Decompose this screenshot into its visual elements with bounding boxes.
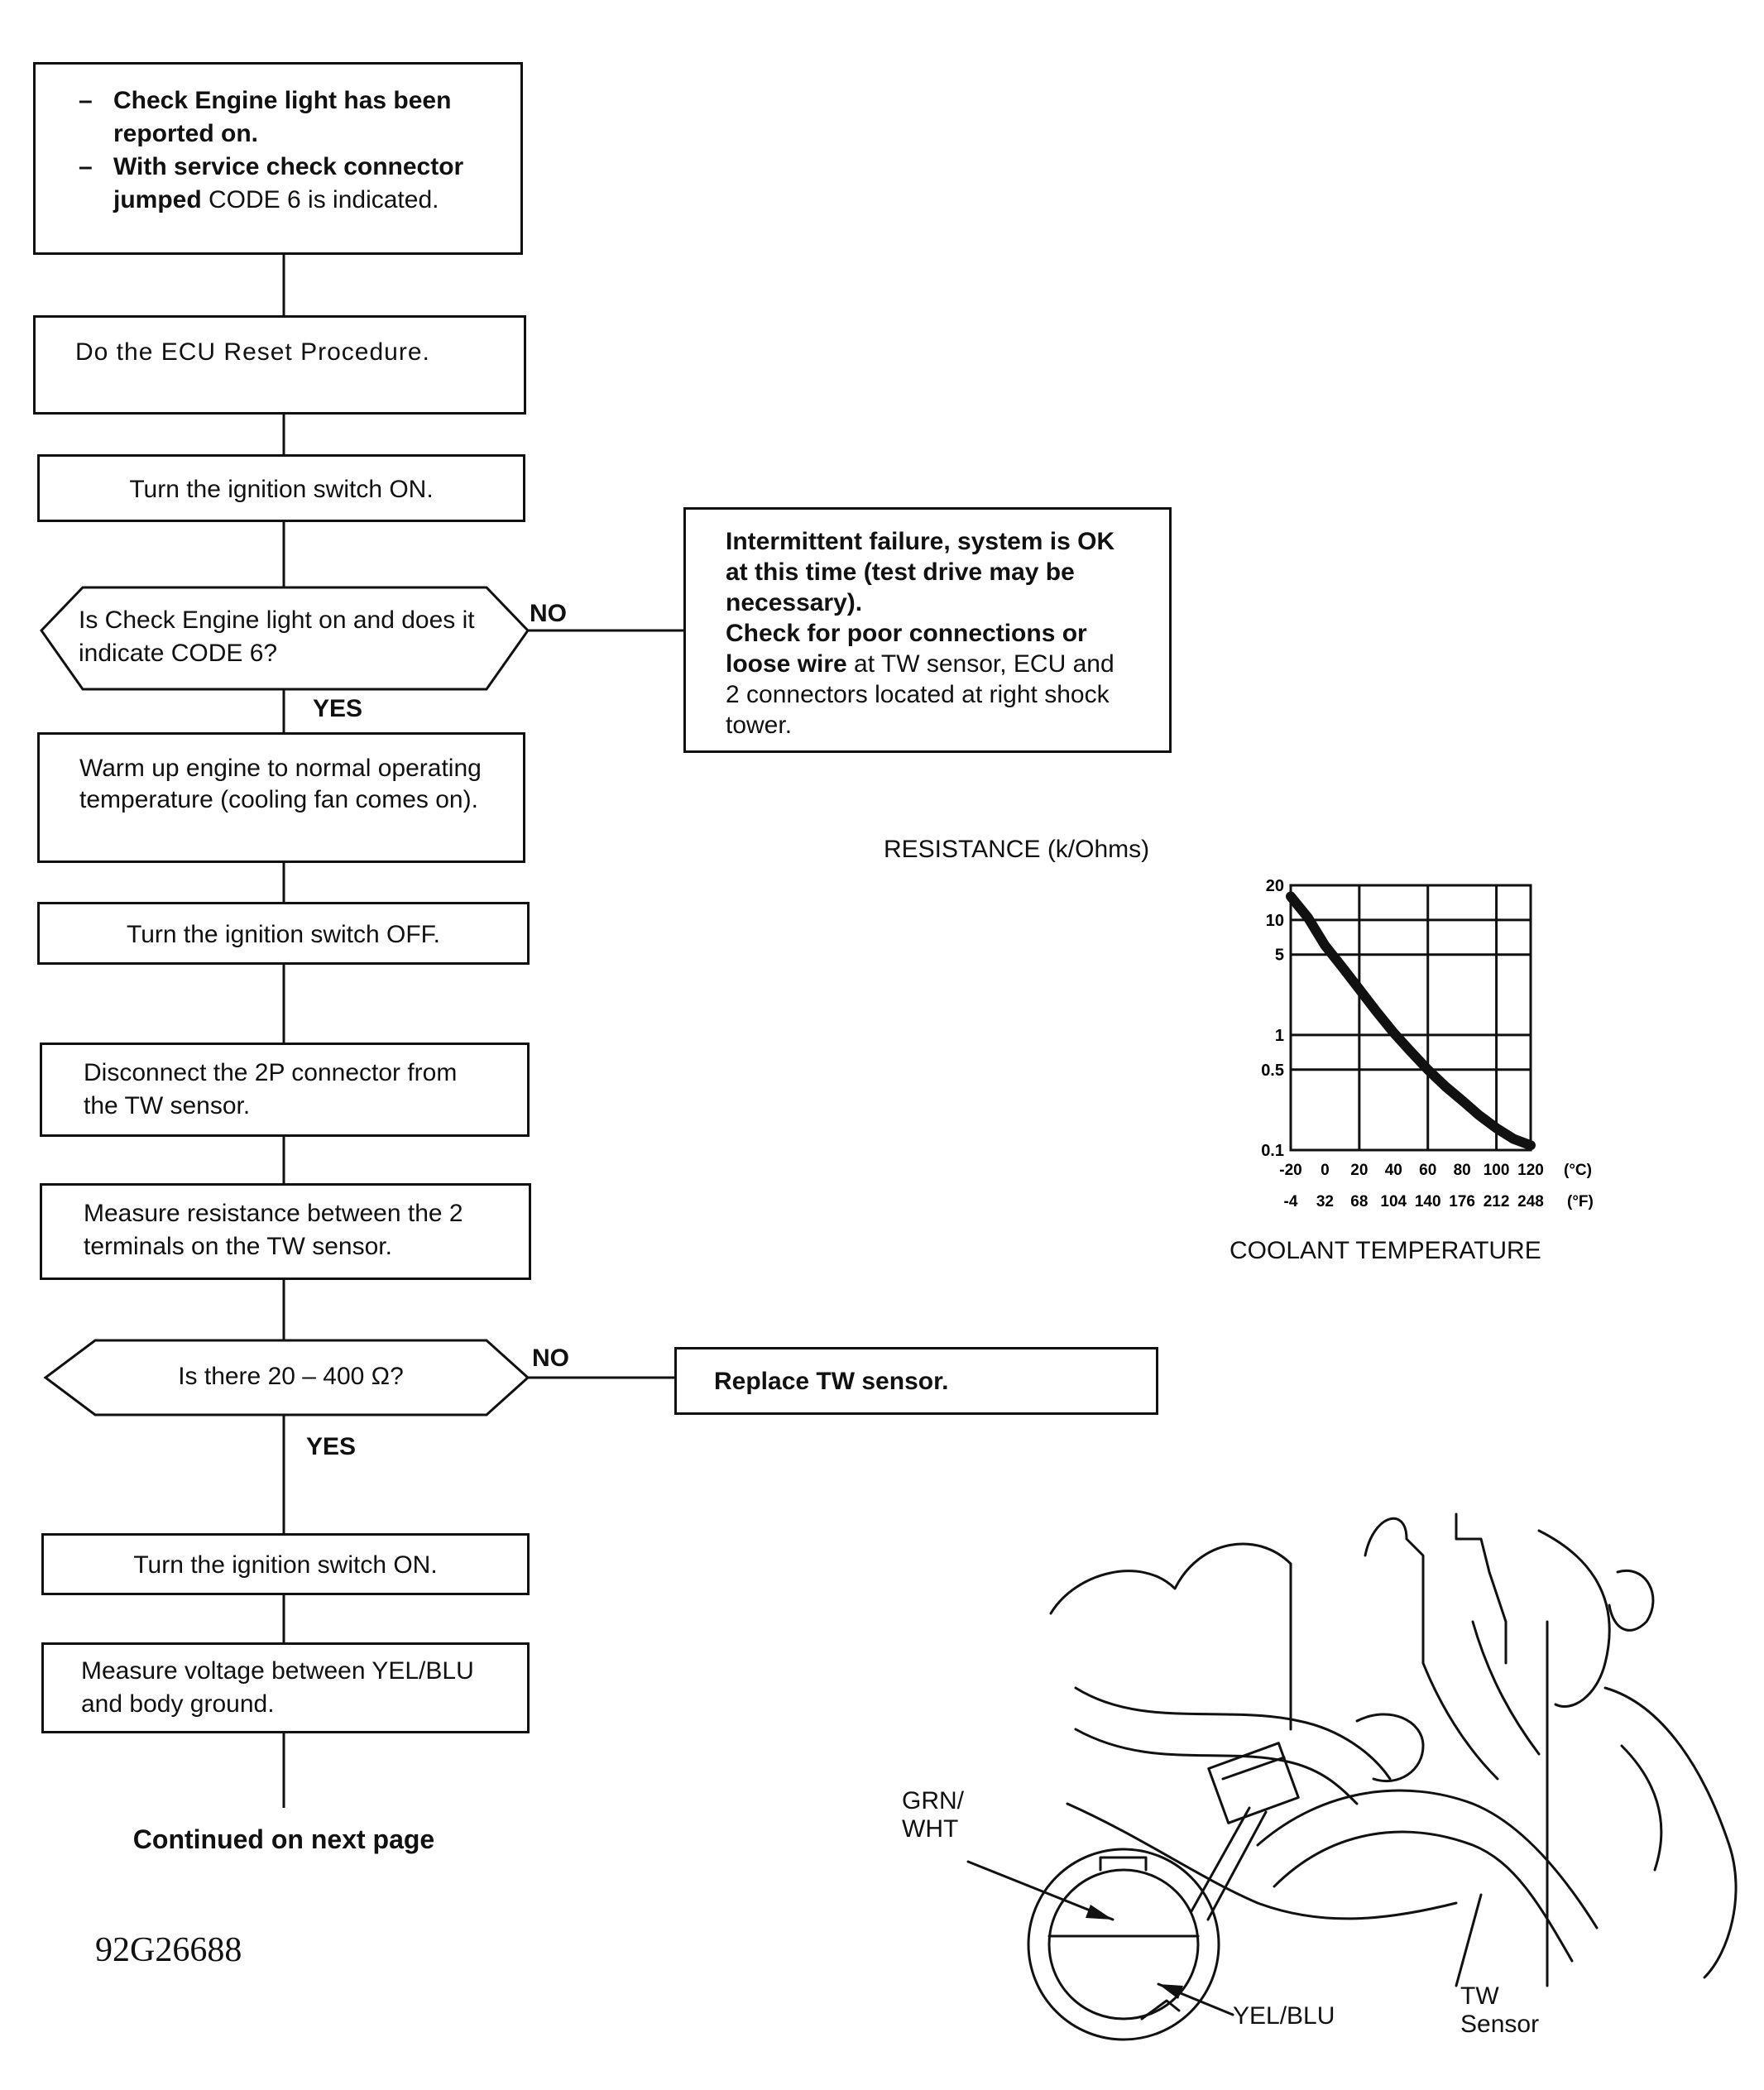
x-tick-label-f: 212 — [1484, 1193, 1510, 1210]
decision-2-yes: YES — [306, 1433, 357, 1460]
start-item-2-bold: With service check connector jumped — [113, 153, 464, 213]
engine-outline — [1608, 1569, 1655, 1632]
connector-detail-inner — [1047, 1868, 1200, 2020]
decision-1-yes: YES — [313, 695, 363, 722]
step-ignition-on-2-text: Turn the ignition switch ON. — [133, 1551, 438, 1579]
hose — [1256, 1789, 1599, 1929]
label-grn-wht: GRN/ WHT — [902, 1787, 964, 1843]
step-measure-resistance: Measure resistance between the 2 termina… — [40, 1183, 531, 1280]
y-tick-label: 1 — [1275, 1027, 1284, 1045]
x-tick-label-f: 32 — [1316, 1193, 1334, 1210]
step-measure-voltage: Measure voltage between YEL/BLU and body… — [41, 1642, 530, 1733]
resistance-curve — [1286, 891, 1536, 1151]
hose — [1066, 1802, 1458, 1920]
step-measure-resistance-text: Measure resistance between the 2 termina… — [84, 1200, 463, 1260]
engine-outline — [1364, 1517, 1425, 1665]
figure-id: 92G26688 — [95, 1931, 242, 1969]
x-tick-label-c: 80 — [1454, 1162, 1471, 1179]
x-tick-label-f: 176 — [1449, 1193, 1475, 1210]
step-measure-voltage-text: Measure voltage between YEL/BLU and body… — [81, 1657, 474, 1718]
zoom-pointer — [1190, 1806, 1251, 1913]
hose — [1273, 1830, 1574, 1963]
intermittent-rest: at TW sensor, ECU and 2 connectors locat… — [726, 650, 1114, 739]
x-tick-label-c: 100 — [1484, 1162, 1510, 1179]
step-warm-up-text: Warm up engine to normal operating tempe… — [79, 755, 482, 813]
start-item-2: With service check connector jumped CODE… — [79, 151, 496, 217]
step-ecu-reset-text: Do the ECU Reset Procedure. — [75, 338, 430, 366]
start-item-2-rest: CODE 6 is indicated. — [201, 186, 439, 213]
y-tick-label: 0.1 — [1261, 1142, 1284, 1160]
label-yel-blu: YEL/BLU — [1233, 2002, 1335, 2030]
step-ignition-on-1-text: Turn the ignition switch ON. — [129, 476, 434, 503]
step-warm-up: Warm up engine to normal operating tempe… — [37, 732, 525, 863]
step-disconnect: Disconnect the 2P connector from the TW … — [40, 1043, 530, 1137]
hose — [1471, 1620, 1541, 1756]
engine-outline — [1455, 1512, 1508, 1665]
hose — [1074, 1728, 1359, 1805]
x-tick-label-f: 140 — [1415, 1193, 1441, 1210]
tw-sensor-connector — [1207, 1742, 1300, 1824]
intermittent-bold-2: Check for poor connections or loose wire — [726, 620, 1087, 678]
resistance-chart: 20 10 5 1 0.5 0.1 -20 -4 0 32 20 68 40 104 60 140 80 176 1… — [1261, 877, 1594, 1210]
step-ecu-reset: Do the ECU Reset Procedure. — [33, 315, 526, 415]
replace-sensor-box: Replace TW sensor. — [674, 1347, 1158, 1415]
arrowhead-grn — [1086, 1905, 1113, 1920]
intermittent-failure-box: Intermittent failure, system is OK at th… — [683, 507, 1172, 753]
label-grn-wht-text: GRN/ WHT — [902, 1787, 964, 1843]
connector-detail-circle — [1027, 1848, 1220, 2041]
x-tick-label-f: 104 — [1380, 1193, 1407, 1210]
engine-outline — [1049, 1542, 1292, 1615]
connector-key — [1099, 1856, 1148, 1872]
y-tick-label: 5 — [1275, 947, 1284, 965]
decision-2-shape — [43, 1339, 530, 1417]
step-ignition-off-text: Turn the ignition switch OFF. — [126, 921, 441, 948]
engine-outline — [1537, 1529, 1611, 1708]
label-tw-sensor-text: TW Sensor — [1460, 1982, 1540, 2038]
chart-ylabel: RESISTANCE (k/Ohms) — [884, 836, 1150, 863]
decision-2-text: Is there 20 – 400 Ω? — [178, 1363, 404, 1390]
step-disconnect-text: Disconnect the 2P connector from the TW … — [84, 1059, 458, 1119]
decision-2-no: NO — [532, 1345, 569, 1372]
start-item-1: Check Engine light has been reported on. — [79, 84, 496, 151]
x-tick-label-c: 40 — [1385, 1162, 1402, 1179]
x-tick-label-c: -20 — [1279, 1162, 1301, 1179]
decision-1-shape — [40, 586, 530, 691]
hose — [1074, 1686, 1392, 1781]
tw-sensor-connector — [1221, 1756, 1286, 1781]
x-tick-label-f: 248 — [1517, 1193, 1544, 1210]
x-tick-label-c: 120 — [1517, 1162, 1544, 1179]
chart-xlabel: COOLANT TEMPERATURE — [1230, 1237, 1541, 1264]
x-unit-c: (°C) — [1564, 1162, 1592, 1179]
zoom-pointer — [1206, 1810, 1268, 1921]
arrowhead-yel — [1158, 1984, 1183, 1999]
x-tick-label-c: 60 — [1419, 1162, 1436, 1179]
connector-latch — [1140, 1999, 1181, 2020]
chart-frame — [1289, 884, 1532, 1152]
tw-sensor-leader — [1455, 1893, 1483, 1987]
x-tick-label-f: 68 — [1350, 1193, 1368, 1210]
step-ignition-on-2: Turn the ignition switch ON. — [41, 1533, 530, 1595]
start-box: Check Engine light has been reported on.… — [33, 62, 523, 255]
continued-note: Continued on next page — [132, 1824, 435, 1854]
engine-outline — [1603, 1686, 1738, 1979]
intermittent-bold-1: Intermittent failure, system is OK at th… — [726, 528, 1115, 616]
y-tick-label: 20 — [1266, 877, 1284, 895]
x-tick-label-c: 0 — [1321, 1162, 1330, 1179]
x-unit-f: (°F) — [1567, 1193, 1594, 1210]
x-tick-label-f: -4 — [1284, 1193, 1298, 1210]
hose — [1421, 1661, 1499, 1781]
label-tw-sensor: TW Sensor — [1460, 1982, 1539, 2039]
y-tick-label: 0.5 — [1261, 1062, 1284, 1080]
step-ignition-on-1: Turn the ignition switch ON. — [37, 454, 525, 522]
step-ignition-off: Turn the ignition switch OFF. — [37, 902, 530, 965]
decision-1-text: Is Check Engine light on and does it ind… — [79, 606, 475, 667]
y-tick-label: 10 — [1266, 912, 1284, 930]
x-tick-label-c: 20 — [1350, 1162, 1368, 1179]
replace-sensor-text: Replace TW sensor. — [714, 1368, 949, 1395]
decision-1-no: NO — [530, 600, 567, 627]
engine-outline — [1620, 1744, 1663, 1872]
hose-fitting — [1355, 1713, 1425, 1783]
